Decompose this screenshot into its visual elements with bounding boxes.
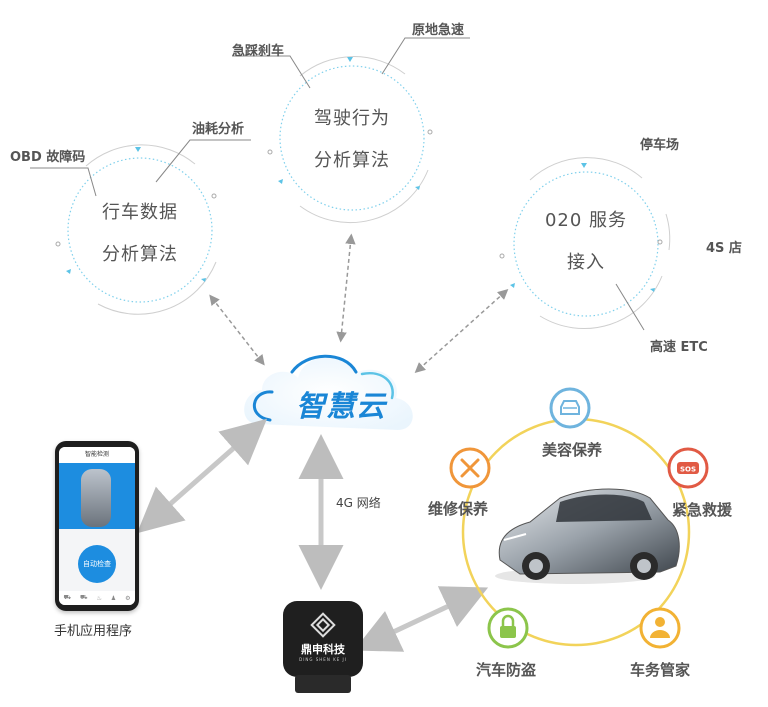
callout-fuel: 油耗分析: [192, 122, 245, 137]
o2o-circle: [499, 157, 671, 331]
repair-icon: [449, 447, 491, 489]
cloud-label: 智慧云: [296, 389, 387, 423]
arrow-behavior-cloud: [336, 233, 356, 343]
phone-tab-icon: ♟: [110, 594, 117, 602]
phone-tab-icon: ⛟: [63, 594, 72, 601]
phone-tab-icon: ⚙: [125, 594, 131, 602]
callout-brake: 急踩刹车: [232, 44, 285, 59]
phone-auto-check-button: 自动检查: [78, 545, 116, 583]
service-antitheft-label: 汽车防盗: [476, 661, 537, 679]
o2o-line1: 020 服务: [544, 210, 628, 231]
service-steward-label: 车务管家: [630, 661, 691, 679]
device-brand: 鼎申科技: [301, 643, 345, 656]
phone-tabbar: ⛟ ⛟ ♨ ♟ ⚙: [59, 591, 135, 605]
o2o-line2: 接入: [567, 252, 605, 273]
phone-car-icon: [81, 469, 111, 527]
driving-data-circle: [30, 139, 251, 315]
car-image: [495, 488, 680, 584]
arrow-cloud-phone: [136, 418, 268, 534]
phone-caption: 手机应用程序: [54, 624, 133, 639]
o2o-text: 020 服务 接入: [536, 200, 636, 284]
driving-data-line2: 分析算法: [102, 244, 178, 265]
phone-tab-icon: ♨: [96, 594, 102, 602]
network-label: 4G 网络: [336, 496, 381, 510]
callout-etc: 高速 ETC: [650, 340, 708, 355]
lock-icon: [487, 607, 529, 649]
cloud-icon: [244, 354, 413, 430]
phone-image: 智能检测 自动检查 ⛟ ⛟ ♨ ♟ ⚙: [55, 441, 139, 611]
service-rescue-label: 紧急救援: [672, 501, 733, 519]
steward-icon: [639, 607, 681, 649]
service-repair-label: 维修保养: [428, 500, 489, 518]
beauty-icon: [549, 387, 591, 429]
driving-behavior-line2: 分析算法: [314, 150, 390, 171]
arrow-device-services: [353, 586, 489, 652]
obd-device-image: 鼎申科技 DING SHEN KE JI: [281, 597, 365, 697]
driving-behavior-circle: [232, 37, 470, 224]
driving-behavior-text: 驾驶行为 分析算法: [302, 98, 402, 182]
driving-data-text: 行车数据 分析算法: [90, 192, 190, 276]
callout-parking: 停车场: [640, 138, 680, 153]
callout-obd: OBD 故障码: [10, 150, 86, 165]
driving-behavior-line1: 驾驶行为: [314, 108, 390, 129]
callout-accel: 原地急速: [412, 23, 465, 38]
phone-screen-header: 智能检测: [59, 447, 135, 463]
callout-4s: 4S 店: [706, 241, 742, 256]
driving-data-line1: 行车数据: [102, 202, 178, 223]
arrow-o2o-cloud: [414, 288, 509, 374]
device-pinyin: DING SHEN KE JI: [299, 657, 347, 662]
sos-icon: SOS: [667, 447, 709, 489]
phone-tab-icon: ⛟: [79, 594, 88, 601]
service-beauty-label: 美容保养: [542, 441, 603, 459]
phone-screen: 智能检测 自动检查 ⛟ ⛟ ♨ ♟ ⚙: [59, 447, 135, 605]
arrow-data-cloud: [209, 294, 265, 366]
svg-text:SOS: SOS: [680, 466, 696, 474]
